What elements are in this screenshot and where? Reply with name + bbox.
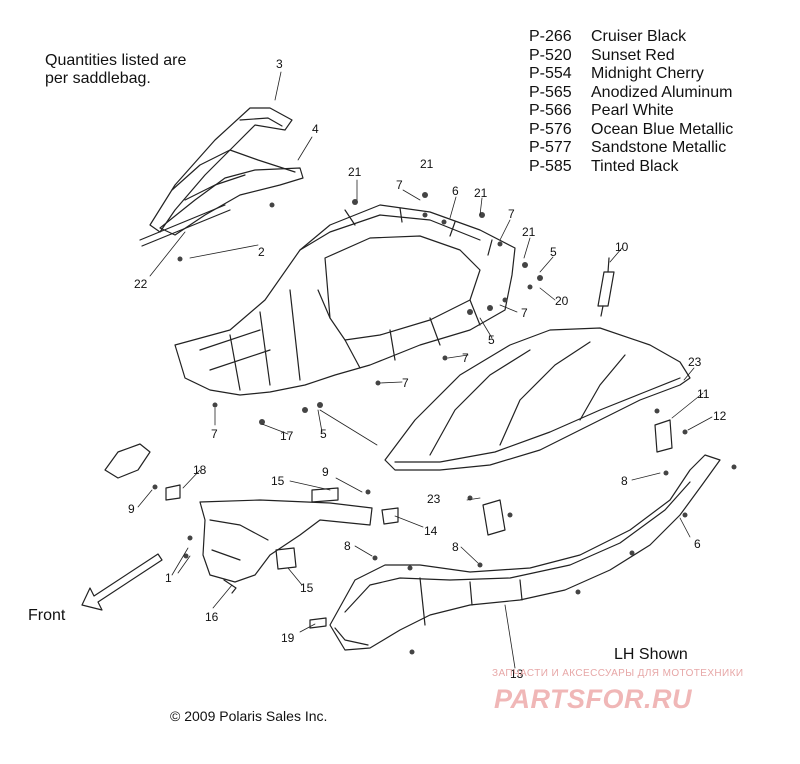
callout-14: 14: [424, 524, 438, 538]
color-row: P-565 Anodized Aluminum: [529, 84, 733, 103]
saddlebag-liner-part: [174, 204, 516, 396]
callout-5: 5: [320, 427, 327, 441]
copyright-text: © 2009 Polaris Sales Inc.: [170, 708, 328, 724]
hinge-bracket-part: [482, 419, 673, 536]
callout-20: 20: [555, 294, 569, 308]
callout-13: 13: [510, 667, 524, 681]
callout-2: 2: [258, 245, 265, 259]
color-row: P-520 Sunset Red: [529, 47, 733, 66]
quantity-note-line2: per saddlebag.: [45, 70, 151, 87]
callout-7: 7: [211, 427, 218, 441]
color-code: P-566: [529, 102, 572, 119]
watermark-tagline: ЗАПЧАСТИ И АКСЕССУАРЫ ДЛЯ МОТОТЕХНИКИ: [492, 668, 744, 679]
callout-15: 15: [300, 581, 314, 595]
color-name: Tinted Black: [591, 157, 679, 175]
decal-parts: [275, 487, 339, 629]
part-callout-numbers: 3 4 2 22 21 7 6 21 21 7 21 5 20 10 7 5 7…: [128, 57, 727, 681]
quantity-note: Quantities listed are per saddlebag.: [45, 52, 186, 88]
callout-7: 7: [521, 306, 528, 320]
callout-3: 3: [276, 57, 283, 71]
color-name: Pearl White: [591, 102, 674, 119]
color-code: P-554: [529, 65, 572, 82]
color-row: P-576 Ocean Blue Metallic: [529, 121, 733, 140]
saddlebag-lid-part: [384, 327, 691, 471]
color-name: Ocean Blue Metallic: [591, 120, 734, 138]
callout-5: 5: [488, 333, 495, 347]
color-code: P-576: [529, 120, 572, 138]
color-row: P-266 Cruiser Black: [529, 28, 733, 47]
callout-21: 21: [522, 225, 536, 239]
color-row: P-585 Tinted Black: [529, 158, 733, 177]
callout-7: 7: [402, 376, 409, 390]
callout-15: 15: [271, 474, 285, 488]
callout-7: 7: [462, 351, 469, 365]
callout-22: 22: [134, 277, 148, 291]
fastener-dots: [152, 192, 737, 655]
color-row: P-566 Pearl White: [529, 102, 733, 121]
callout-9: 9: [128, 502, 135, 516]
color-row: P-577 Sandstone Metallic: [529, 139, 733, 158]
callout-16: 16: [205, 610, 219, 624]
callout-19: 19: [281, 631, 295, 645]
callout-21: 21: [420, 157, 434, 171]
color-name: Sandstone Metallic: [591, 139, 727, 156]
callout-8: 8: [621, 474, 628, 488]
color-row: P-554 Midnight Cherry: [529, 65, 733, 84]
color-code: P-565: [529, 83, 572, 101]
callout-8: 8: [344, 539, 351, 553]
callout-7: 7: [396, 178, 403, 192]
watermark-logo: PARTSFOR.RU: [494, 684, 693, 714]
callout-11: 11: [697, 387, 710, 401]
callout-21: 21: [474, 186, 488, 200]
quantity-note-line1: Quantities listed are: [45, 52, 187, 69]
callout-6: 6: [694, 537, 701, 551]
callout-4: 4: [312, 122, 319, 136]
callout-18: 18: [193, 463, 207, 477]
lower-saddlebag-shell-part: [329, 454, 721, 651]
callout-23: 23: [427, 492, 441, 506]
callout-23: 23: [688, 355, 702, 369]
lid-strut-part: [597, 257, 615, 317]
saddlebag-top-trim-part: [139, 107, 304, 247]
callout-7: 7: [508, 207, 515, 221]
color-code: P-577: [529, 139, 572, 156]
color-name: Anodized Aluminum: [591, 83, 733, 101]
callout-17: 17: [280, 429, 294, 443]
callout-9: 9: [322, 465, 329, 479]
front-lower-cover-part: [199, 499, 373, 594]
callout-8: 8: [452, 540, 459, 554]
front-direction-arrow: [81, 553, 163, 611]
color-code: P-520: [529, 46, 572, 64]
callout-12: 12: [713, 409, 727, 423]
callout-21: 21: [348, 165, 362, 179]
color-code: P-266: [529, 28, 572, 45]
callout-leader-lines: [137, 71, 713, 669]
color-code: P-585: [529, 157, 572, 175]
callout-1: 1: [165, 571, 172, 585]
color-name: Cruiser Black: [591, 28, 687, 45]
small-bracket-parts: [104, 443, 399, 525]
color-name: Sunset Red: [591, 46, 675, 64]
callout-5: 5: [550, 245, 557, 259]
lh-shown-label: LH Shown: [614, 646, 688, 663]
paint-color-list: P-266 Cruiser Black P-520 Sunset Red P-554…: [529, 28, 733, 176]
front-label: Front: [28, 607, 66, 624]
color-name: Midnight Cherry: [591, 65, 704, 82]
callout-6: 6: [452, 184, 459, 198]
callout-10: 10: [615, 240, 629, 254]
